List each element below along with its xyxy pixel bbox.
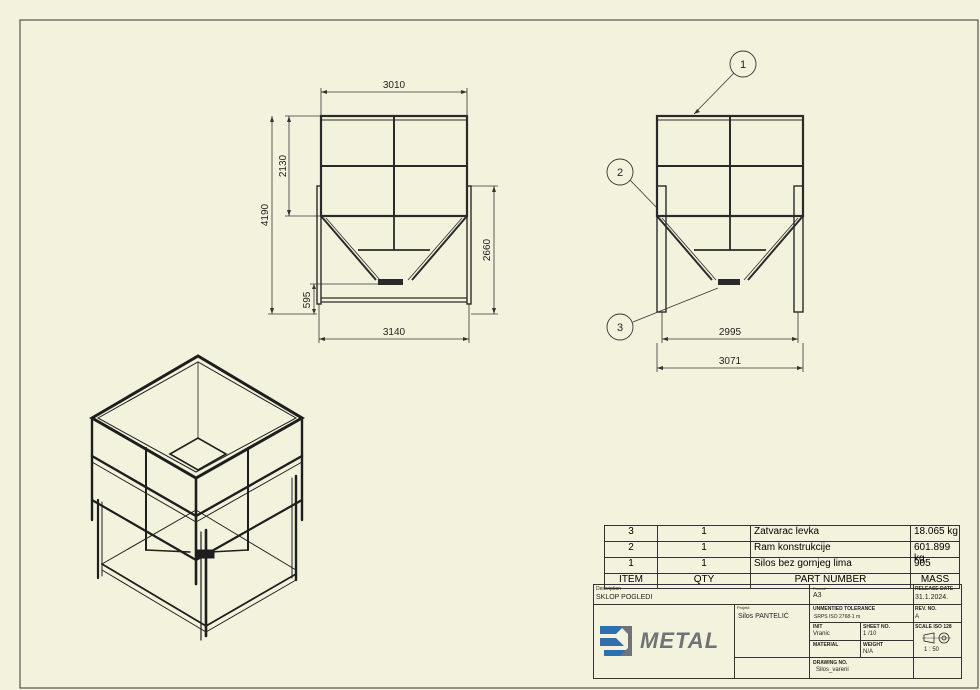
description-cell: Description SKLOP POGLEDI xyxy=(594,585,810,605)
sheet-border xyxy=(19,19,979,689)
balloon-1-label: 1 xyxy=(740,59,746,71)
tolerance-cell: UNMENTIED TOLERANCE SRPS ISO 2768-1 m xyxy=(810,605,914,623)
description-value: SKLOP POGLEDI xyxy=(596,594,653,601)
bom-item: 2 xyxy=(605,542,658,557)
bom-item: 3 xyxy=(605,526,658,541)
release-date-label: RELEASE DATE xyxy=(915,586,954,592)
dim-front-width-top: 3010 xyxy=(383,80,406,91)
dim-front-width-bottom: 3140 xyxy=(383,327,406,338)
drawing-no-cell: DRAWING NO. Silos_vareni xyxy=(810,658,914,678)
weight-label: WEIGHT xyxy=(863,642,883,648)
empty-cell xyxy=(735,658,810,678)
bom-header-item: ITEM xyxy=(605,574,658,588)
rev-label: REV. NO. xyxy=(915,606,937,612)
bom-mass: 18.065 kg xyxy=(914,526,958,537)
company-logo: METAL xyxy=(600,626,719,656)
init-cell: INIT Vranic xyxy=(810,623,861,641)
balloon-1: 1 xyxy=(693,50,757,115)
project-label: Projekt xyxy=(737,605,750,610)
dim-side-width-inner: 2995 xyxy=(719,327,742,338)
material-cell: MATERIAL xyxy=(810,641,861,658)
scale-cell: SCALE ISO 128 1 : 50 xyxy=(914,623,961,658)
scale-label: SCALE ISO 128 xyxy=(915,624,952,630)
scale-value: 1 : 50 xyxy=(924,647,940,653)
drawing-no-label: DRAWING NO. xyxy=(813,660,848,666)
format-cell: Format A3 xyxy=(810,585,914,605)
dim-side-width-outer: 3071 xyxy=(719,356,742,367)
dim-front-upper-height: 2130 xyxy=(278,154,289,177)
bom-mass: 905 xyxy=(914,558,931,569)
bom-header-mass: MASS xyxy=(920,574,950,585)
bom-part: Zatvarac levka xyxy=(751,526,911,541)
drawing-no-value: Silos_vareni xyxy=(816,667,849,673)
weight-value: N/A xyxy=(863,649,874,655)
bom-header: ITEM QTY PART NUMBER MASS xyxy=(604,573,960,589)
logo-cell xyxy=(594,605,735,678)
material-label: MATERIAL xyxy=(813,642,839,648)
bom-part: Silos bez gornjeg lima xyxy=(751,558,911,573)
dim-front-total-height: 4190 xyxy=(260,203,271,226)
bom-row: 3 1 Zatvarac levka 18.065 kg xyxy=(604,525,960,541)
title-block: Description SKLOP POGLEDI Format A3 RELE… xyxy=(593,584,962,679)
bom-qty: 1 xyxy=(658,526,751,541)
bom-part: Ram konstrukcije xyxy=(751,542,911,557)
front-view: 3010 2130 4190 2660 595 3140 xyxy=(260,80,498,343)
format-label: Format xyxy=(813,586,826,591)
rev-cell: REV. NO. A xyxy=(914,605,961,623)
side-view: 2995 3071 1 2 3 xyxy=(606,50,805,372)
dim-front-outlet-height: 595 xyxy=(302,291,313,308)
isometric-view xyxy=(89,354,305,641)
bom-header-part: PART NUMBER xyxy=(751,574,911,588)
bom-row: 2 1 Ram konstrukcije 601.899 kg xyxy=(604,541,960,564)
bom-header-qty: QTY xyxy=(658,574,751,588)
bom-row: 1 1 Silos bez gornjeg lima 905 xyxy=(604,557,960,573)
init-label: INIT xyxy=(813,624,823,630)
bom-qty: 1 xyxy=(658,558,751,573)
bom-qty: 1 xyxy=(658,542,751,557)
balloon-2: 2 xyxy=(606,158,658,209)
balloon-3-label: 3 xyxy=(617,322,623,334)
dim-front-leg-height: 2660 xyxy=(482,238,493,261)
bom-mass: 601.899 kg xyxy=(914,542,951,564)
project-cell: Projekt Silos PANTELIĆ xyxy=(735,605,810,658)
description-label: Description xyxy=(596,586,622,592)
bom-table: 3 1 Zatvarac levka 18.065 kg 2 1 Ram kon… xyxy=(604,525,960,589)
weight-cell: WEIGHT N/A xyxy=(861,641,914,658)
bom-item: 1 xyxy=(605,558,658,573)
balloon-2-label: 2 xyxy=(617,167,623,179)
tolerance-label: UNMENTIED TOLERANCE xyxy=(813,606,876,612)
release-date-value: 31.1.2024. xyxy=(915,594,949,601)
sheet-label: SHEET NO. xyxy=(863,624,890,630)
balloon-3: 3 xyxy=(606,287,719,341)
init-value: Vranic xyxy=(813,631,830,637)
release-date-cell: RELEASE DATE 31.1.2024. xyxy=(914,585,961,605)
project-value: Silos PANTELIĆ xyxy=(738,613,789,620)
tolerance-value: SRPS ISO 2768-1 m xyxy=(814,614,861,620)
format-value: A3 xyxy=(813,592,822,599)
sheet-value: 1 /10 xyxy=(863,631,877,637)
sheet-cell: SHEET NO. 1 /10 xyxy=(861,623,914,641)
projection-symbol-icon xyxy=(922,632,951,644)
rev-value: A xyxy=(915,614,920,620)
company-name: METAL xyxy=(640,628,719,653)
